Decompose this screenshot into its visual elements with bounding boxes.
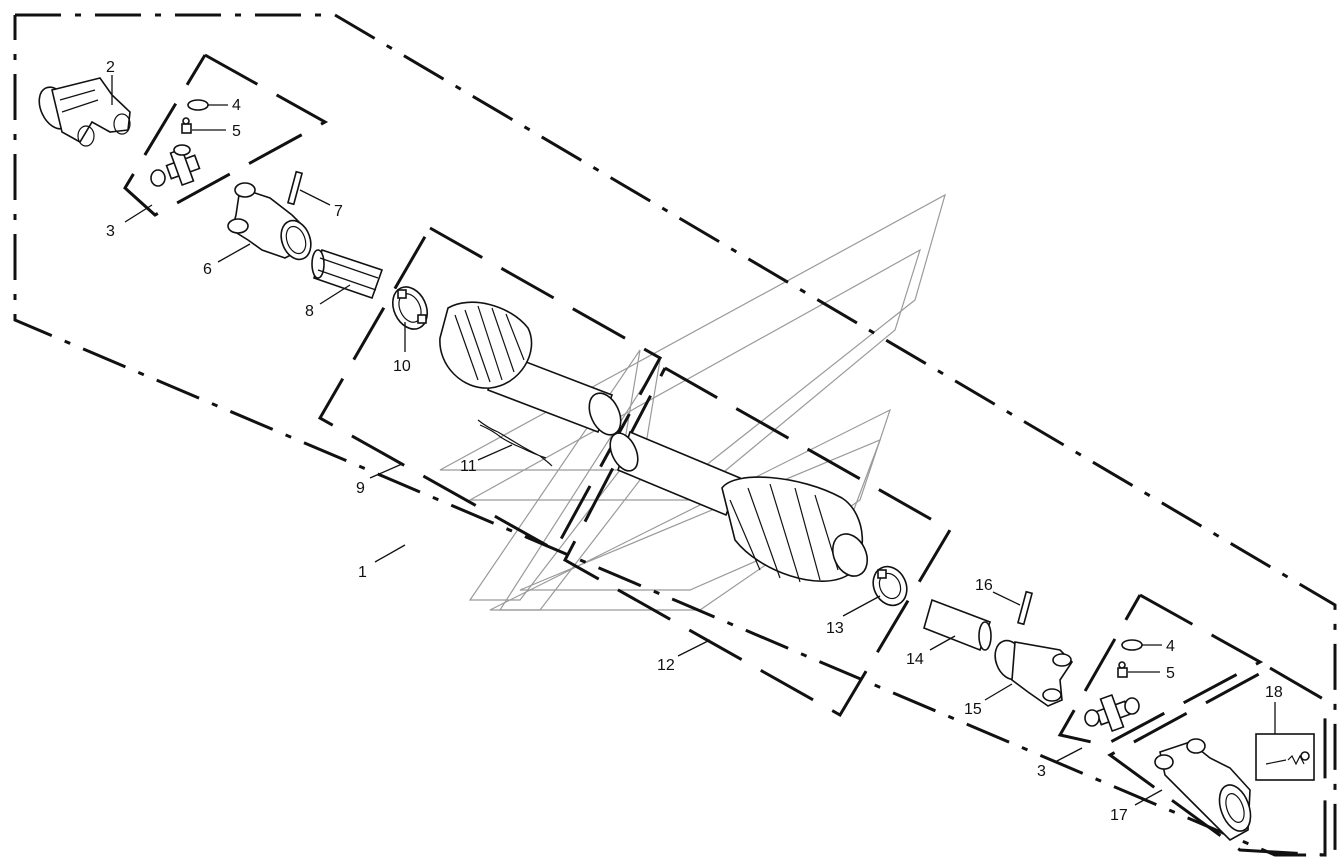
group-9-boundary [317, 226, 663, 553]
leader-lines [111, 75, 1276, 806]
group-3-lower-boundary [1057, 593, 1264, 747]
grease-nipple-part-5-upper [181, 117, 192, 134]
profile-tube-part-8 [311, 248, 384, 300]
callout-16: 16 [975, 577, 993, 594]
outer-guard-cone [439, 301, 622, 436]
callout-9: 9 [356, 480, 365, 497]
callout-3-upper: 3 [106, 223, 115, 240]
assembly-1-boundary [13, 13, 1337, 857]
callout-10: 10 [393, 358, 411, 375]
bearing-ring-part-13 [872, 565, 908, 607]
cross-journal-upper [150, 144, 201, 187]
yoke-part-17 [1154, 738, 1252, 841]
callout-11: 11 [460, 458, 477, 475]
bolt-kit-part-18 [1255, 733, 1315, 781]
profile-tube-part-14 [923, 598, 992, 652]
cross-journal-lower [1084, 693, 1140, 733]
grease-nipple-part-5-lower [1117, 661, 1128, 678]
inner-yoke-part-6 [227, 182, 312, 261]
callout-14: 14 [906, 651, 924, 668]
callout-4-upper: 4 [232, 97, 241, 114]
callout-2: 2 [106, 59, 115, 76]
callout-17: 17 [1110, 807, 1128, 824]
callout-8: 8 [305, 303, 314, 320]
snap-ring-part-4-lower [1121, 639, 1143, 651]
callout-6: 6 [203, 261, 212, 278]
group-17-boundary [1107, 666, 1327, 857]
watermark-logo [439, 193, 946, 611]
group-3-upper-boundary [123, 53, 329, 217]
callout-labels: 2 4 5 3 7 6 8 10 9 11 1 12 13 14 16 15 4… [106, 59, 1283, 824]
callout-4-lower: 4 [1166, 638, 1175, 655]
inner-yoke-part-15 [994, 639, 1074, 707]
callout-18: 18 [1265, 684, 1283, 701]
yoke-part-2 [38, 77, 131, 147]
snap-ring-part-4-upper [187, 99, 209, 111]
callout-1: 1 [358, 564, 367, 581]
callout-3-lower: 3 [1037, 763, 1046, 780]
callout-7: 7 [334, 203, 343, 220]
callout-13: 13 [826, 620, 844, 637]
spring-pin-part-7 [286, 170, 304, 206]
safety-chain-part-11 [477, 419, 553, 467]
callout-5-lower: 5 [1166, 665, 1175, 682]
inner-guard-cone [609, 430, 869, 583]
group-12-boundary [562, 366, 953, 718]
callout-12: 12 [657, 657, 675, 674]
callout-5-upper: 5 [232, 123, 241, 140]
callout-15: 15 [964, 701, 982, 718]
spring-pin-part-16 [1016, 590, 1034, 626]
bearing-ring-part-10 [391, 286, 429, 330]
